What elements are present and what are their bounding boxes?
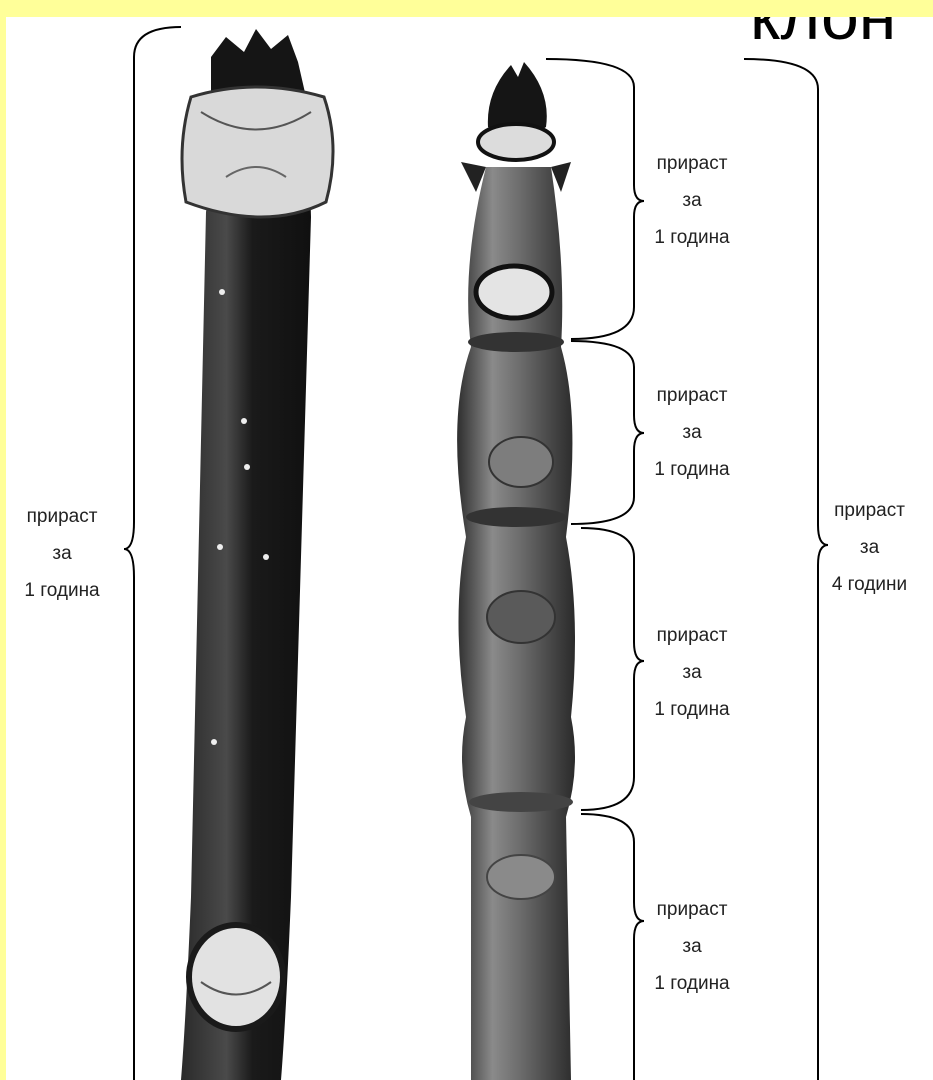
- label-line: 1 година: [622, 451, 762, 488]
- label-line: прираст: [622, 377, 762, 414]
- right-twig: [457, 62, 575, 1080]
- label-segment-2: прираст за 1 година: [622, 377, 762, 488]
- label-left-growth: прираст за 1 година: [6, 498, 132, 609]
- label-line: за: [622, 182, 762, 219]
- label-line: прираст: [806, 492, 933, 529]
- label-line: за: [806, 529, 933, 566]
- right-growth-ring-2: [466, 507, 566, 527]
- label-line: за: [622, 654, 762, 691]
- label-segment-3: прираст за 1 година: [622, 617, 762, 728]
- label-segment-4: прираст за 1 година: [622, 891, 762, 1002]
- left-bracket: [124, 27, 181, 1080]
- label-line: за: [622, 928, 762, 965]
- label-line: 1 година: [6, 572, 132, 609]
- label-line: прираст: [6, 498, 132, 535]
- label-line: за: [622, 414, 762, 451]
- left-twig: [181, 29, 333, 1080]
- label-line: прираст: [622, 145, 762, 182]
- label-total-growth: прираст за 4 години: [806, 492, 933, 603]
- left-lateral-bud-scar: [189, 925, 283, 1029]
- illustration-panel: клон: [6, 17, 933, 1080]
- label-line: прираст: [622, 891, 762, 928]
- right-growth-ring-3: [469, 792, 573, 812]
- label-line: 4 години: [806, 566, 933, 603]
- label-line: прираст: [622, 617, 762, 654]
- label-line: 1 година: [622, 219, 762, 256]
- twig-figure: [6, 17, 933, 1080]
- left-terminal-bud: [182, 87, 333, 217]
- label-line: за: [6, 535, 132, 572]
- right-bud-scar-1: [476, 266, 552, 318]
- right-growth-ring-1: [468, 332, 564, 352]
- label-segment-1: прираст за 1 година: [622, 145, 762, 256]
- label-line: 1 година: [622, 965, 762, 1002]
- label-line: 1 година: [622, 691, 762, 728]
